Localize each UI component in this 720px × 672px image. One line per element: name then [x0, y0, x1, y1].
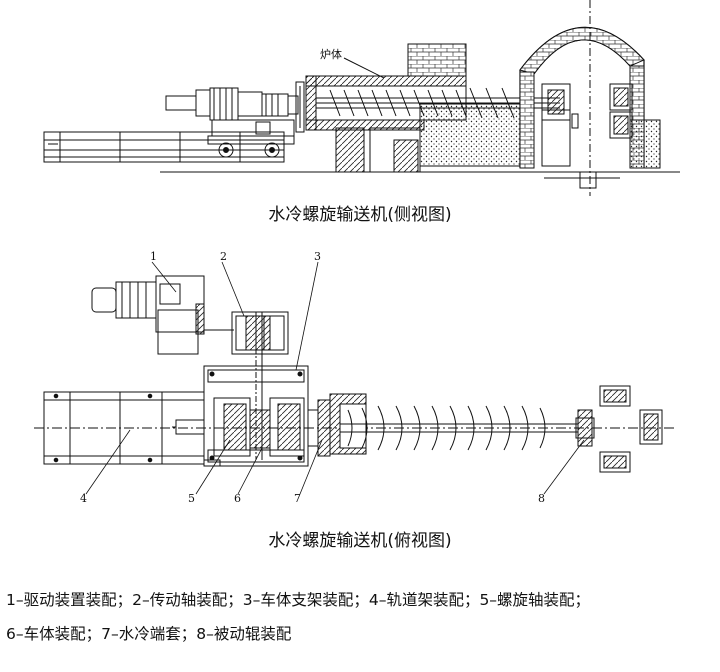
side-end-flange — [295, 81, 305, 133]
top-passive-roller — [575, 385, 663, 473]
side-cart — [207, 119, 295, 158]
top-screw-flights — [340, 405, 578, 451]
top-drive-assembly — [91, 275, 205, 355]
callout-4: 4 — [80, 492, 87, 505]
side-furnace-wall — [335, 43, 521, 173]
side-view — [43, 0, 680, 196]
callout-7: 7 — [294, 492, 301, 505]
side-kiln-chamber — [519, 26, 661, 189]
callout-2: 2 — [220, 250, 227, 263]
callout-1: 1 — [150, 250, 157, 263]
side-furnace-shell — [305, 75, 467, 131]
callout-6: 6 — [234, 492, 241, 505]
top-water-cooled-end — [307, 393, 367, 457]
side-screw-flights — [316, 87, 560, 119]
side-rail-frame — [43, 131, 285, 163]
side-view-caption: 水冷螺旋输送机(侧视图) — [268, 205, 452, 225]
legend-line-2: 6–车体装配；7–水冷端套；8–被动辊装配 — [6, 625, 292, 643]
top-cart-frame — [203, 365, 309, 467]
top-view-caption: 水冷螺旋输送机(俯视图) — [268, 531, 452, 551]
callout-leaders — [85, 261, 585, 495]
furnace-leader — [343, 57, 385, 79]
top-rail-frame — [43, 391, 205, 465]
legend-line-1: 1–驱动装置装配；2–传动轴装配；3–车体支架装配；4–轨道架装配；5–螺旋轴装… — [6, 591, 591, 609]
callout-3: 3 — [314, 250, 321, 263]
top-view — [34, 261, 676, 495]
furnace-label: 炉体 — [320, 47, 342, 61]
callout-8: 8 — [538, 492, 545, 505]
side-drive-motor — [165, 87, 299, 121]
callout-5: 5 — [188, 492, 195, 505]
